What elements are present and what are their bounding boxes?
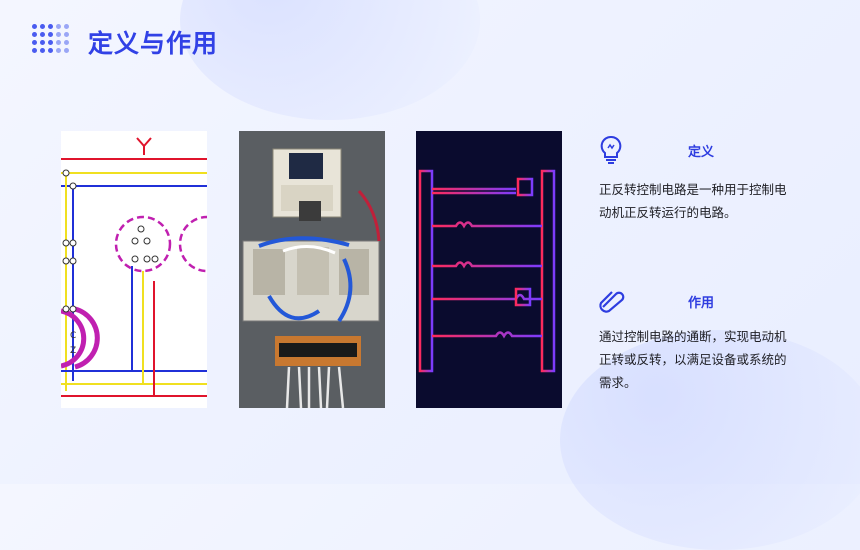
definition-heading: 定义 — [688, 145, 715, 160]
circuit-schematic-image: C Z — [61, 131, 207, 408]
paperclip-icon — [598, 287, 626, 317]
neon-ladder-diagram-image — [416, 131, 562, 408]
definition-text: 正反转控制电路是一种用于控制电动机正反转运行的电路。 — [599, 182, 787, 220]
label-c: C — [70, 331, 76, 341]
label-z: Z — [70, 346, 76, 356]
purpose-text: 通过控制电路的通断，实现电动机正转或反转，以满足设备或系统的需求。 — [599, 329, 787, 390]
purpose-heading: 作用 — [688, 296, 715, 311]
page-title: 定义与作用 — [88, 29, 219, 58]
control-cabinet-photo — [239, 131, 385, 408]
dot-grid-logo — [32, 24, 69, 53]
decor-bubble — [180, 0, 480, 120]
lightbulb-icon — [597, 134, 625, 170]
